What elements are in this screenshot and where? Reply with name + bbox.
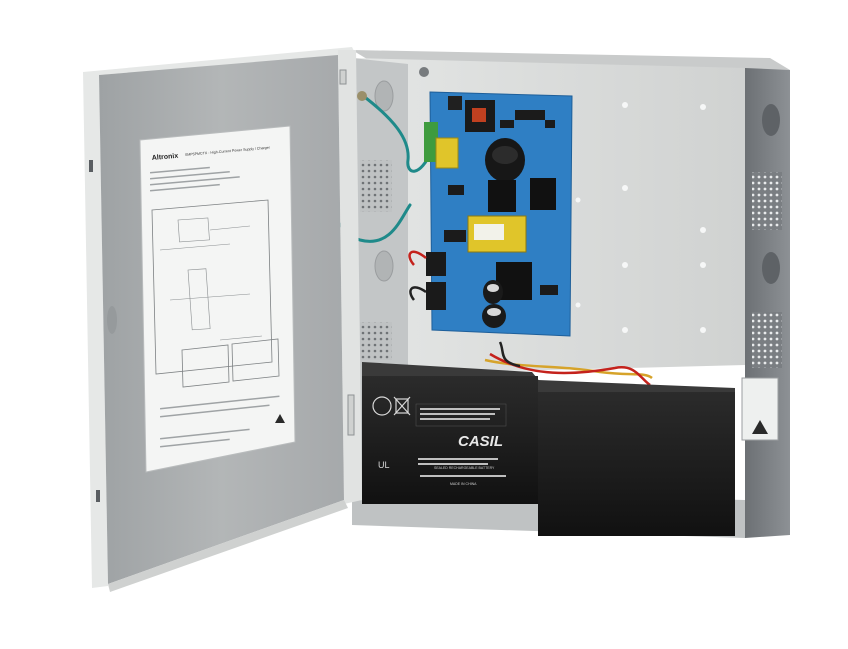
power-supply-board: [408, 91, 573, 337]
battery-right: [538, 392, 735, 536]
battery-made-in: MADE IN CHINA: [450, 482, 477, 486]
battery-recycle-icon: [372, 396, 392, 416]
label-sheet: [139, 125, 296, 473]
left-vents-lower: [360, 322, 392, 360]
pcb: [429, 91, 573, 337]
label-brand: Altronix: [152, 153, 179, 162]
smd-components: [444, 110, 558, 295]
output-terminal-block: [426, 282, 446, 310]
output-terminal-block: [426, 252, 446, 276]
battery-left: [362, 376, 538, 504]
label-warning-icon: [275, 414, 285, 423]
knockout: [762, 252, 780, 284]
door-instruction-label: Altronix SMP5PMCTX - High-Current Power …: [139, 125, 296, 473]
label-footer-lines: [159, 395, 280, 448]
mounting-holes: [575, 102, 706, 333]
door-hinge-edge: [338, 50, 362, 504]
knockout: [374, 80, 394, 112]
battery-spec-text: [415, 403, 507, 427]
right-vents-lower: [752, 312, 782, 368]
door-edge: [83, 72, 108, 588]
battery-model-line: SEALED RECHARGEABLE BATTERY: [434, 466, 495, 470]
label-battery-box: [181, 344, 230, 388]
label-fine-print: [150, 166, 240, 192]
ground-wire-box: [360, 93, 434, 173]
enclosure-top-lip: [352, 50, 790, 70]
door-slot: [96, 490, 100, 502]
heatsink: [488, 180, 516, 212]
battery-lead-black: [409, 286, 427, 301]
door-knockout: [107, 306, 117, 334]
mounting-keyhole: [419, 67, 429, 77]
warning-triangle-icon: [752, 420, 768, 434]
door-hinge: [339, 69, 347, 85]
door-slot: [89, 160, 93, 172]
heatsink: [530, 178, 556, 210]
batteries: CASIL SEALED RECHARGEABLE BATTERY MADE I…: [362, 362, 735, 536]
battery-brand: CASIL: [458, 433, 503, 450]
battery-bin-icon: [393, 396, 411, 416]
door-edge: [108, 500, 348, 592]
right-vents-upper: [752, 172, 782, 230]
door-hinge: [347, 394, 355, 436]
knockout: [762, 104, 780, 136]
left-vents-upper: [360, 160, 392, 212]
ac-terminal-block: [424, 122, 438, 162]
label-diagram-lines: [159, 217, 263, 341]
enclosure-right-wall: [745, 68, 790, 538]
battery-fine-print: [418, 408, 506, 477]
relay: [435, 137, 459, 169]
door-edge: [83, 47, 356, 75]
label-wiring-diagram: [151, 199, 273, 375]
ul-mark: UL: [378, 460, 390, 470]
battery-wiring: [484, 341, 653, 387]
label-battery-box: [231, 338, 280, 382]
knockout: [374, 250, 394, 282]
label-title: SMP5PMCTX - High-Current Power Supply / …: [185, 146, 271, 157]
battery-lead-red: [408, 250, 427, 266]
